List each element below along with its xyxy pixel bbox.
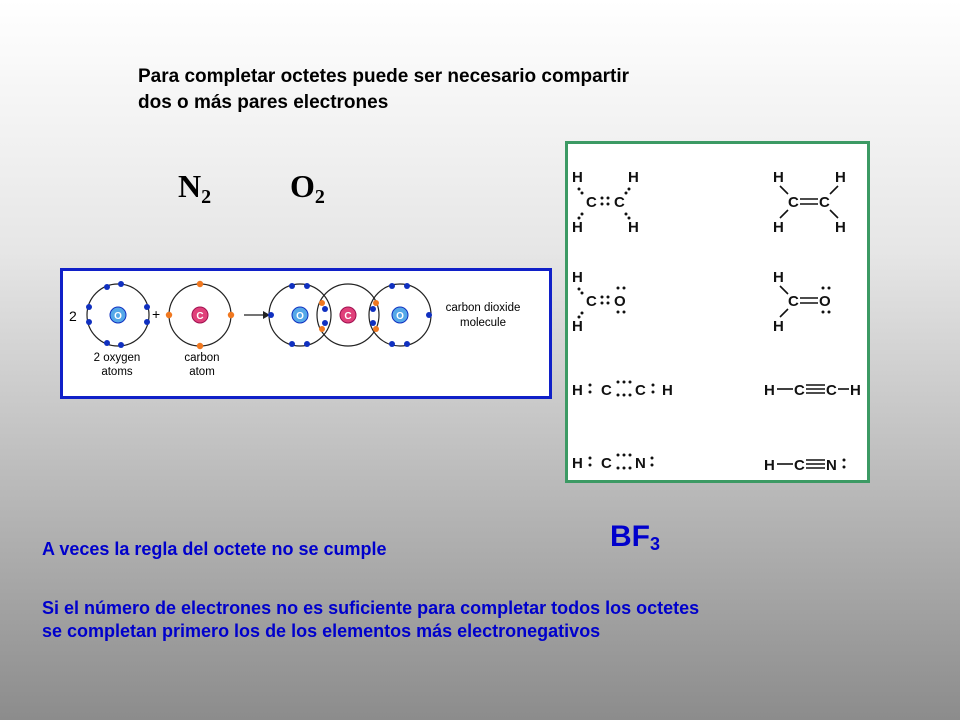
co2-diagram-svg: 2 + O C <box>69 280 521 378</box>
carbon-caption-line-2: atom <box>189 366 215 378</box>
atom-c: C <box>819 194 830 211</box>
bf3-formula: BF3 <box>610 520 660 555</box>
o2-formula: O2 <box>290 168 325 209</box>
atom-h: H <box>572 455 583 472</box>
atom-c: C <box>788 293 799 310</box>
intro-line-1: Para completar octetes puede ser necesar… <box>138 66 630 87</box>
co2-carbon-label: C <box>344 311 351 322</box>
atom-c: C <box>601 382 612 399</box>
n2-subscript: 2 <box>201 186 212 208</box>
atom-h: H <box>835 169 846 186</box>
atom-c: C <box>794 382 805 399</box>
oxygen-atom: O <box>86 281 150 348</box>
atom-c: C <box>788 194 799 211</box>
electronegativity-note: Si el número de electrones no es suficie… <box>42 597 699 643</box>
atom-c: C <box>586 194 597 211</box>
atom-o: O <box>614 293 626 310</box>
n2-symbol: N <box>178 168 202 204</box>
o2-symbol: O <box>290 168 315 204</box>
plus-sign: + <box>152 306 160 322</box>
co2-right-oxygen-label: O <box>396 311 404 322</box>
atom-h: H <box>572 219 583 236</box>
atom-c: C <box>794 457 805 474</box>
oxygen-nucleus-label: O <box>114 311 122 322</box>
ethene-line-structure: H H C C H H <box>773 169 846 236</box>
co2-molecule: O C O <box>268 283 432 347</box>
atom-h: H <box>773 169 784 186</box>
carbon-caption-line-1: carbon <box>184 352 219 364</box>
ethene-dot-structure: H H C C H H <box>572 169 639 236</box>
intro-line-2: dos o más pares electrones <box>138 92 389 113</box>
atom-c: C <box>586 293 597 310</box>
acetylene-line-structure: H C C H <box>764 382 861 399</box>
atom-h: H <box>572 382 583 399</box>
atom-c: C <box>826 382 837 399</box>
atom-h: H <box>773 318 784 335</box>
carbon-atom: C <box>165 280 235 350</box>
atom-h: H <box>773 269 784 286</box>
octet-exception-note: A veces la regla del octete no se cumple <box>42 539 387 559</box>
atom-c: C <box>614 194 625 211</box>
atom-h: H <box>764 382 775 399</box>
acetylene-dot-structure: H C C H <box>572 380 673 399</box>
co2-left-oxygen-label: O <box>296 311 304 322</box>
atom-h: H <box>572 269 583 286</box>
reaction-arrow <box>244 311 270 319</box>
lewis-structures-svg: H H C C H H H H C C <box>572 169 861 474</box>
hcn-line-structure: H C N <box>764 457 846 474</box>
o2-subscript: 2 <box>314 186 325 208</box>
atom-o: O <box>819 293 831 310</box>
product-caption-line-1: carbon dioxide <box>446 302 521 314</box>
oxygen-caption-line-1: 2 oxygen <box>94 352 141 364</box>
atom-c: C <box>601 455 612 472</box>
electronegativity-note-line-2: se completan primero los de los elemento… <box>42 621 601 641</box>
atom-n: N <box>826 457 837 474</box>
atom-h: H <box>572 169 583 186</box>
electronegativity-note-line-1: Si el número de electrones no es suficie… <box>42 598 700 618</box>
lewis-structures-panel: H H C C H H H H C C <box>565 141 870 483</box>
oxygen-coefficient: 2 <box>69 308 77 324</box>
co2-formation-diagram: 2 + O C <box>60 268 552 399</box>
atom-h: H <box>628 169 639 186</box>
atom-n: N <box>635 455 646 472</box>
n2-formula: N2 <box>178 168 211 209</box>
atom-h: H <box>764 457 775 474</box>
atom-h: H <box>572 318 583 335</box>
intro-text: Para completar octetes puede ser necesar… <box>138 64 629 116</box>
bf3-symbol: BF <box>610 520 650 553</box>
bf3-subscript: 3 <box>650 534 661 554</box>
atom-h: H <box>773 219 784 236</box>
product-caption-line-2: molecule <box>460 317 506 329</box>
oxygen-caption-line-2: atoms <box>101 366 133 378</box>
atom-h: H <box>662 382 673 399</box>
formaldehyde-line-structure: H C O H <box>773 269 831 335</box>
formaldehyde-dot-structure: H C O H <box>572 269 626 335</box>
atom-h: H <box>850 382 861 399</box>
hcn-dot-structure: H C N <box>572 453 654 472</box>
carbon-nucleus-label: C <box>196 311 203 322</box>
atom-h: H <box>835 219 846 236</box>
atom-c: C <box>635 382 646 399</box>
atom-h: H <box>628 219 639 236</box>
